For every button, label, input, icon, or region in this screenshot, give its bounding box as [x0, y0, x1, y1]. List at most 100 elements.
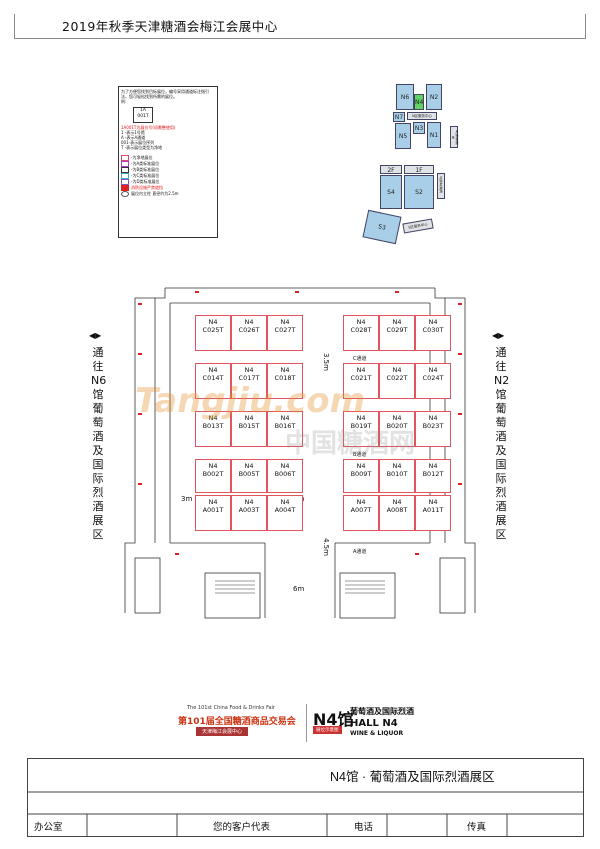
keymap-hall-n1[interactable]: N1 [427, 122, 441, 148]
keymap-label: S区服务中心 [407, 222, 429, 230]
booth-number: A001T [202, 505, 224, 514]
keymap-hall-n4[interactable]: N4 [414, 94, 424, 110]
dim-label: 6m [293, 585, 305, 593]
booth-number: B010T [386, 469, 408, 478]
booth-number: C028T [350, 325, 372, 334]
legend-line: 001-表示展位序列 [121, 140, 155, 146]
phone-label: 电话 [354, 822, 374, 833]
booth-hall: N4 [428, 414, 438, 422]
keymap-north: N6 N4 N2 N7 N区服务中心 N5 N3 N1 N区室外展场 [390, 80, 470, 160]
keymap-hall-s2[interactable]: S2 [404, 175, 434, 209]
booth-number: C025T [202, 325, 224, 334]
legend-line: 1 -表示1号馆 [121, 129, 145, 135]
booth-number: C022T [386, 373, 408, 382]
keymap-n-service: N区服务中心 [407, 112, 437, 120]
booth-number: C014T [202, 373, 224, 382]
right-direction-text: 通往N2馆葡萄酒及国际烈酒展区 [494, 346, 510, 541]
booth-hall: N4 [208, 498, 218, 506]
legend-pillar-row: 展位内立柱 直径约为2.5m [121, 190, 215, 197]
booth-hall: N4 [392, 414, 402, 422]
booth-number: B020T [386, 421, 408, 430]
keymap-label: N7 [394, 114, 404, 121]
keymap-label: N3 [414, 125, 424, 132]
booth-hall: N4 [280, 462, 290, 470]
keymap-hall-n6[interactable]: N6 [396, 84, 414, 110]
keymap-hall-n2[interactable]: N2 [426, 84, 442, 110]
legend-type-row: -为A类标准展位 [121, 160, 215, 167]
booth-number: B009T [350, 469, 372, 478]
keymap-label: N6 [400, 94, 410, 101]
booth-hall: N4 [208, 318, 218, 326]
booth-hall: N4 [428, 318, 438, 326]
aisle-b-label: B通道 [353, 452, 367, 458]
booth-hall: N4 [356, 318, 366, 326]
booth-hall: N4 [244, 414, 254, 422]
booth-number: B015T [238, 421, 260, 430]
page-title: 2019年秋季天津糖酒会梅江会展中心 [62, 19, 278, 34]
demo-badge: 展位示意图 [313, 726, 342, 734]
legend-type-label: -为A类标准展位 [131, 160, 160, 166]
hall-name-title: N4馆 · 葡萄酒及国际烈酒展区 [330, 770, 495, 784]
booth-hall: N4 [356, 366, 366, 374]
arrow-right-icon: ◀▶ [492, 331, 505, 340]
booth-hall: N4 [244, 498, 254, 506]
booth-hall: N4 [428, 498, 438, 506]
booth-number: C026T [238, 325, 260, 334]
keymap-hall-n5[interactable]: N5 [395, 123, 411, 149]
fire-icon [121, 184, 129, 191]
hall-english: HALL N4 [350, 718, 398, 729]
booth-hall: N4 [428, 462, 438, 470]
booth-hall: N4 [392, 462, 402, 470]
keymap-hall-s4[interactable]: S4 [380, 175, 402, 209]
legend-fire-row: 消防设施严禁遮挡 [121, 184, 215, 191]
legend-box: 为了方便您找到目标展位，编号采用通道标注指引法，您可轻松找到所需的展位。 例: … [118, 86, 218, 238]
keymap-2f: 2F [380, 165, 402, 174]
keymap-label: S4 [387, 189, 395, 196]
keymap-hall-n7[interactable]: N7 [393, 112, 405, 122]
booth-number: A003T [238, 505, 260, 514]
aisle-c-label: C通道 [353, 356, 367, 362]
booth-hall: N4 [280, 414, 290, 422]
keymap-label: N区服务中心 [411, 114, 433, 118]
keymap-label: N区室外展场 [451, 129, 459, 145]
type-swatch-icon [121, 166, 129, 173]
rep-label: 您的客户代表 [213, 822, 271, 833]
booth-number: A008T [386, 505, 408, 514]
booth-hall: N4 [392, 366, 402, 374]
type-swatch-icon [121, 178, 129, 185]
booth-number: B006T [274, 469, 296, 478]
keymap-hall-n3[interactable]: N3 [413, 122, 425, 134]
booth-hall: N4 [208, 462, 218, 470]
keymap-hall-s3[interactable]: S3 [362, 209, 402, 245]
